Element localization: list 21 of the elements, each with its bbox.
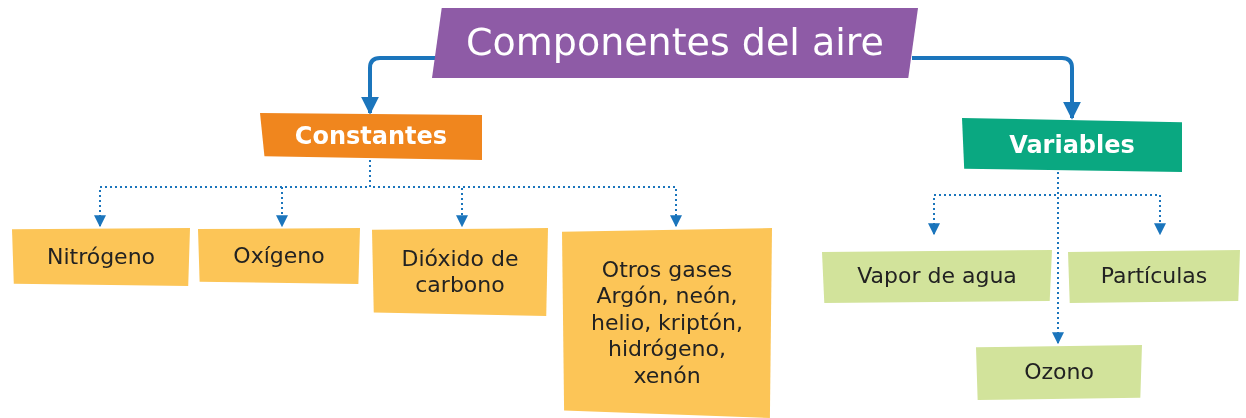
concept-box	[372, 228, 548, 316]
box-label: Constantes	[294, 122, 448, 151]
box-heading: Otros gases	[601, 257, 733, 284]
concept-box	[822, 250, 1052, 303]
concept-box	[1068, 250, 1240, 303]
arrow	[912, 56, 1081, 120]
concept-box	[962, 118, 1182, 172]
box-label: Vapor de agua	[857, 263, 1017, 290]
box-label: Dióxido de carbono	[400, 245, 520, 299]
box-label: Variables	[1009, 130, 1135, 160]
box-text: Argón, neón, helio, kriptón, hidrógeno, xenón	[589, 283, 744, 389]
box-label: Nitrógeno	[46, 243, 156, 271]
concept-box	[12, 228, 190, 286]
concept-box	[260, 113, 482, 160]
box-label: Componentes del aire	[466, 20, 884, 66]
box-label: Ozono	[1024, 359, 1094, 386]
concept-box	[976, 345, 1142, 400]
box-label: Oxígeno	[233, 242, 325, 270]
concept-box	[198, 228, 360, 284]
concept-box	[562, 228, 772, 418]
box-label: Partículas	[1100, 263, 1208, 290]
